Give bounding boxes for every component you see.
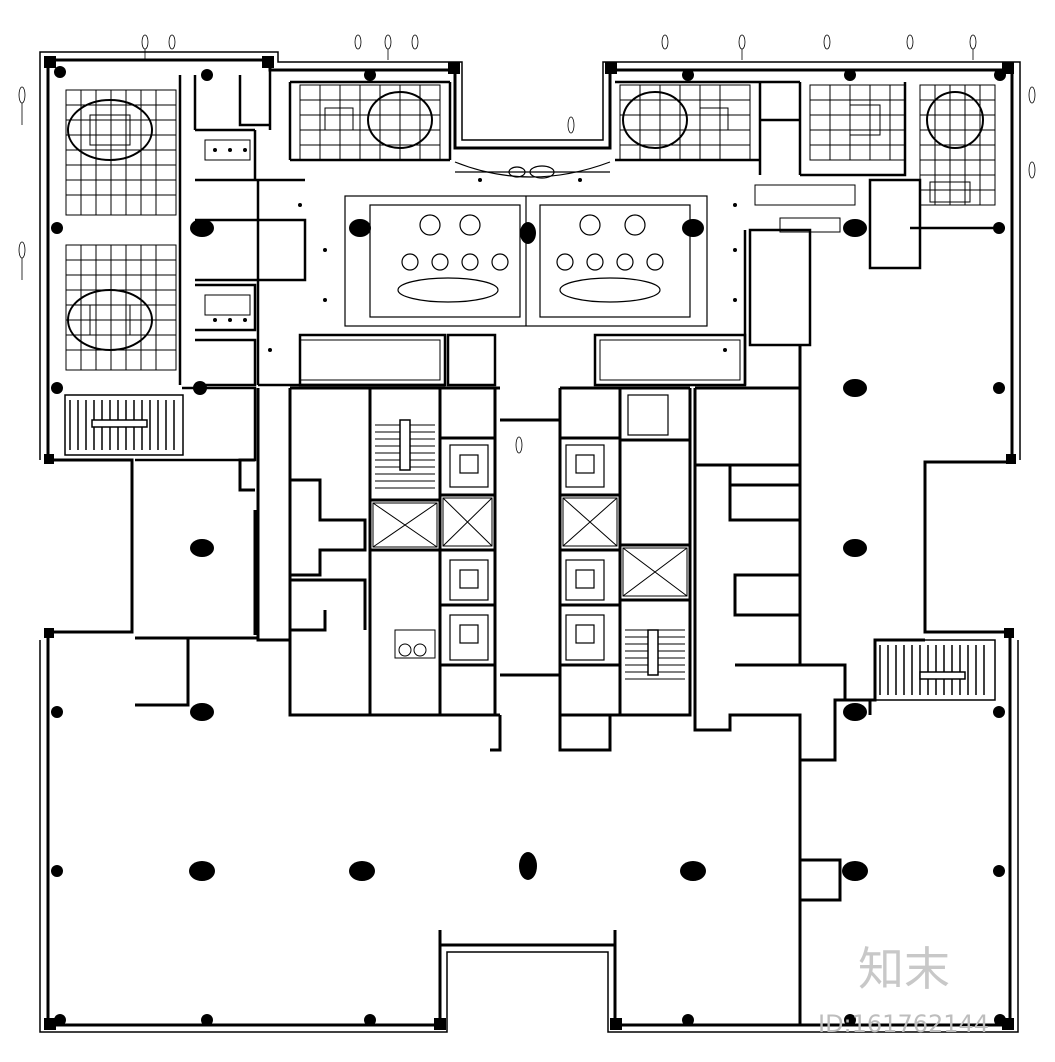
- left-side-rooms: [135, 388, 617, 1025]
- meeting-room-top-center-left: [299, 84, 441, 161]
- core-shafts: [372, 497, 688, 597]
- watermark-logo: 知末: [858, 942, 950, 996]
- perimeter-columns: [44, 56, 1016, 1030]
- structural-columns: [51, 66, 1006, 1026]
- entrance-corridor: [454, 161, 611, 179]
- meeting-room-top-far-right: [919, 84, 996, 206]
- meeting-room-top-right: [809, 84, 906, 161]
- meeting-room-top-center-right: [619, 84, 751, 161]
- central-lounge: [344, 195, 708, 327]
- core-stairs: [375, 419, 685, 680]
- service-core: [288, 386, 692, 752]
- ceiling-light-marks: [213, 148, 737, 352]
- upper-fixtures: [204, 139, 856, 381]
- building-outline: [39, 51, 1021, 1033]
- watermark: 知末 ID:161762144: [818, 942, 989, 1038]
- meeting-room-top-left: [65, 89, 177, 216]
- meeting-room-mid-left: [65, 244, 177, 371]
- dimension-tags: [18, 34, 1036, 454]
- right-side-rooms: [693, 345, 925, 1025]
- upper-interior-walls: [135, 70, 1005, 462]
- core-elevators: [449, 394, 669, 661]
- left-stair: [64, 394, 184, 456]
- right-stair: [874, 639, 996, 701]
- watermark-id: ID:161762144: [818, 1010, 989, 1038]
